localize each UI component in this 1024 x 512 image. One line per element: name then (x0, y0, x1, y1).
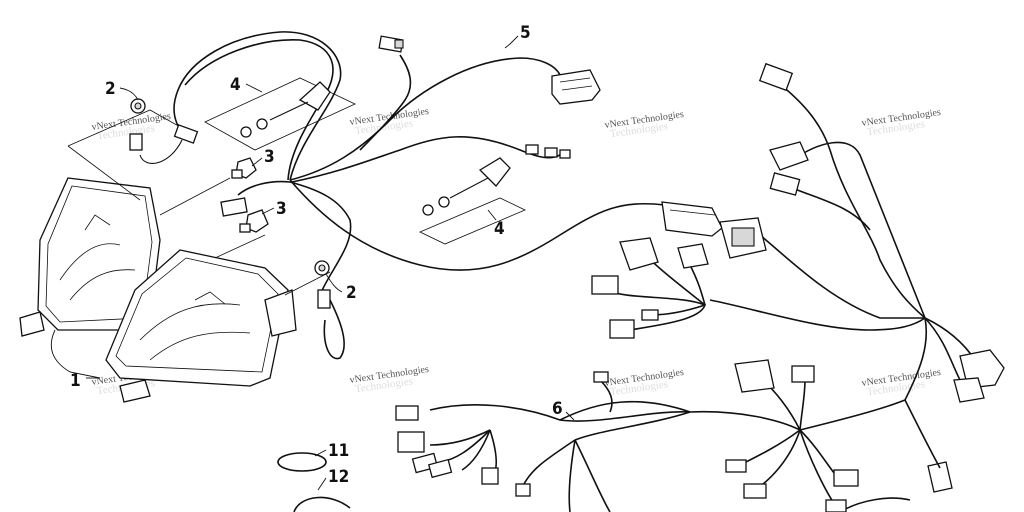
watermark: Technologies vNext Technologies (349, 106, 430, 137)
headlight-right (105, 249, 297, 403)
connectors-harness-6 (395, 359, 859, 512)
socket-2-lower (314, 260, 330, 276)
callout-4: 4 (230, 75, 241, 95)
callout-2: 2 (105, 79, 116, 99)
harness-5 (139, 31, 666, 360)
ring-11 (277, 452, 327, 472)
callout-11: 11 (328, 441, 349, 461)
bulb-3-lower (239, 209, 269, 233)
connector-lower-2 (317, 289, 331, 309)
callout-12: 12 (328, 467, 349, 487)
watermark: Technologies vNext Technologies (349, 364, 430, 395)
watermark: Technologies vNext Technologies (604, 109, 685, 140)
connector-5-top (378, 35, 404, 53)
callout-4: 4 (494, 219, 505, 239)
connector-5-small (525, 144, 571, 159)
watermark: Technologies vNext Technologies (604, 367, 685, 398)
adjuster-4-lower (422, 157, 511, 216)
assembly-guide-lines (67, 77, 526, 296)
connector-left-a (129, 124, 199, 151)
harness-6 (429, 377, 941, 512)
connector-5-multipin (551, 69, 601, 105)
callout-leaders (86, 35, 575, 491)
callout-3: 3 (264, 147, 275, 167)
adjuster-4-upper (240, 81, 331, 138)
watermark: Technologies vNext Technologies (861, 367, 942, 398)
callout-6: 6 (552, 399, 563, 419)
bulb-3-upper (231, 157, 257, 179)
connector-module (661, 201, 723, 237)
connectors-right-upper (591, 62, 1005, 493)
callout-5: 5 (520, 23, 531, 43)
watermark: Technologies vNext Technologies (861, 107, 942, 138)
connector-left-b (220, 197, 248, 217)
callout-1: 1 (70, 371, 81, 391)
callout-3: 3 (276, 199, 287, 219)
callout-labels: 1 2 2 3 3 4 4 5 6 11 12 (70, 23, 563, 487)
socket-2-upper (130, 98, 146, 114)
callout-2: 2 (346, 283, 357, 303)
ring-12 (293, 496, 351, 512)
